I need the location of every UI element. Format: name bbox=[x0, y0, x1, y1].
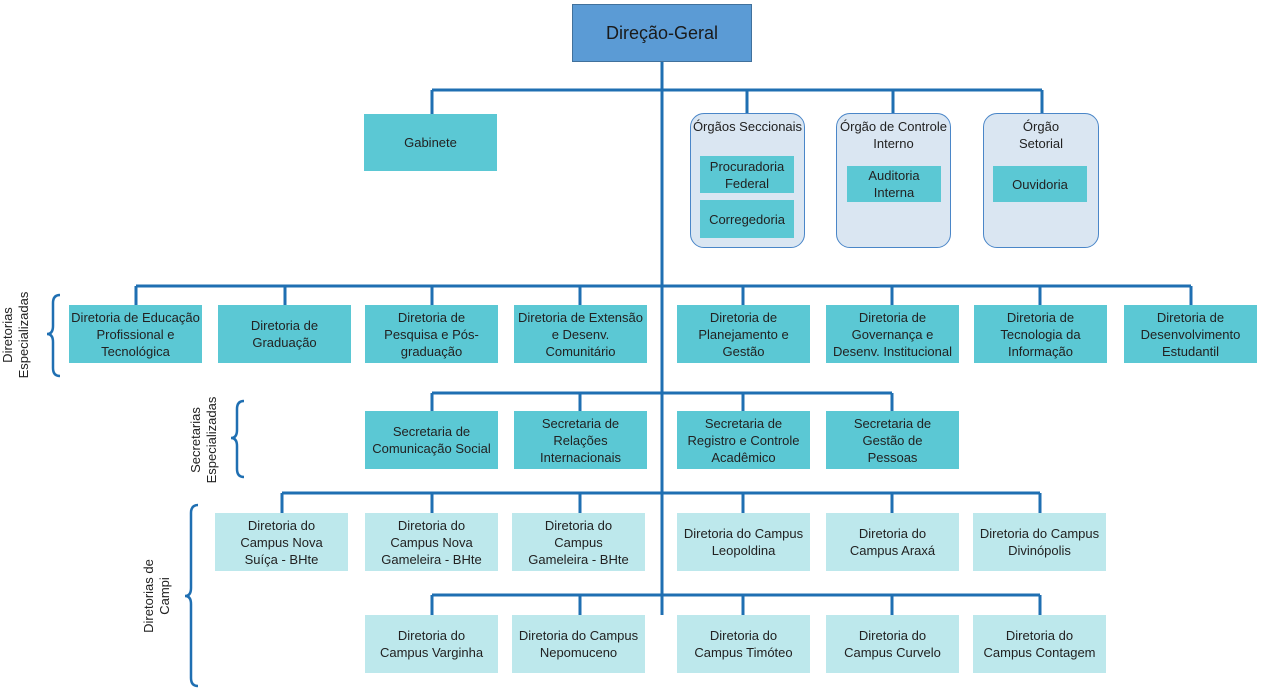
campus-label: Diretoria do Campus Araxá bbox=[849, 526, 936, 558]
secretarias-especializadas-side-label: Secretarias Especializadas bbox=[188, 390, 220, 490]
diretoria-desenvolvimento-estudantil-box[interactable]: Diretoria de Desenvolvimento Estudantil bbox=[1124, 305, 1257, 363]
secretaria-gestao-pessoas-box[interactable]: Secretaria de Gestão de Pessoas bbox=[826, 411, 959, 469]
secretaria-registro-box[interactable]: Secretaria de Registro e Controle Acadêm… bbox=[677, 411, 810, 469]
secretaria-label: Secretaria de Comunicação Social bbox=[372, 424, 491, 456]
gabinete-box[interactable]: Gabinete bbox=[364, 114, 497, 171]
auditoria-interna-box[interactable]: Auditoria Interna bbox=[847, 166, 941, 202]
campus-label: Diretoria do Campus Divinópolis bbox=[979, 526, 1100, 558]
secretaria-label: Secretaria de Relações Internacionais bbox=[540, 415, 621, 465]
orgaos-seccionais-group: Órgãos Seccionais Procuradoria Federal C… bbox=[690, 113, 805, 248]
procuradoria-federal-box[interactable]: Procuradoria Federal bbox=[700, 156, 794, 193]
diretoria-label: Diretoria de Pesquisa e Pós-graduação bbox=[384, 309, 479, 359]
diretorias-de-campi-side-label: Diretorias de Campi bbox=[141, 546, 173, 646]
diretoria-pesquisa-box[interactable]: Diretoria de Pesquisa e Pós-graduação bbox=[365, 305, 498, 363]
secretaria-comunicacao-box[interactable]: Secretaria de Comunicação Social bbox=[365, 411, 498, 469]
campus-curvelo-box[interactable]: Diretoria do Campus Curvelo bbox=[826, 615, 959, 673]
orgao-setorial-title: Órgão Setorial bbox=[1018, 119, 1064, 151]
diretoria-educacao-box[interactable]: Diretoria de Educação Profissional e Tec… bbox=[69, 305, 202, 363]
diretoria-label: Diretoria de Desenvolvimento Estudantil bbox=[1140, 309, 1241, 359]
orgaos-seccionais-title: Órgãos Seccionais bbox=[692, 119, 803, 134]
diretoria-label: Diretoria de Educação Profissional e Tec… bbox=[71, 309, 200, 359]
campus-label: Diretoria do Campus Timóteo bbox=[694, 628, 793, 660]
auditoria-interna-label: Auditoria Interna bbox=[868, 168, 920, 200]
campus-timoteo-box[interactable]: Diretoria do Campus Timóteo bbox=[677, 615, 810, 673]
diretoria-governanca-box[interactable]: Diretoria de Governança e Desenv. Instit… bbox=[826, 305, 959, 363]
diretoria-label: Diretoria de Graduação bbox=[250, 318, 319, 350]
campus-label: Diretoria do Campus Nova Suíça - BHte bbox=[240, 517, 323, 567]
campus-gameleira-box[interactable]: Diretoria do Campus Gameleira - BHte bbox=[512, 513, 645, 571]
diretoria-extensao-box[interactable]: Diretoria de Extensão e Desenv. Comunitá… bbox=[514, 305, 647, 363]
secretaria-label: Secretaria de Registro e Controle Acadêm… bbox=[687, 415, 800, 465]
diretoria-label: Diretoria de Extensão e Desenv. Comunitá… bbox=[517, 309, 643, 359]
diretorias-especializadas-text: Diretorias Especializadas bbox=[0, 291, 31, 379]
diretoria-planejamento-box[interactable]: Diretoria de Planejamento e Gestão bbox=[677, 305, 810, 363]
diretoria-label: Diretoria de Planejamento e Gestão bbox=[698, 309, 789, 359]
campus-label: Diretoria do Campus Varginha bbox=[379, 628, 484, 660]
campus-nova-suica-box[interactable]: Diretoria do Campus Nova Suíça - BHte bbox=[215, 513, 348, 571]
orgao-setorial-group: Órgão Setorial Ouvidoria bbox=[983, 113, 1099, 248]
campus-nova-gameleira-box[interactable]: Diretoria do Campus Nova Gameleira - BHt… bbox=[365, 513, 498, 571]
diretoria-label: Diretoria de Governança e Desenv. Instit… bbox=[833, 309, 952, 359]
secretaria-relacoes-box[interactable]: Secretaria de Relações Internacionais bbox=[514, 411, 647, 469]
corregedoria-box[interactable]: Corregedoria bbox=[700, 200, 794, 238]
procuradoria-federal-label: Procuradoria Federal bbox=[709, 158, 785, 191]
diretoria-graduacao-box[interactable]: Diretoria de Graduação bbox=[218, 305, 351, 363]
direcao-geral-box[interactable]: Direção-Geral bbox=[572, 4, 752, 62]
secretarias-especializadas-text: Secretarias Especializadas bbox=[188, 396, 219, 484]
campus-label: Diretoria do Campus Gameleira - BHte bbox=[528, 517, 629, 567]
diretoria-label: Diretoria de Tecnologia da Informação bbox=[1000, 309, 1081, 359]
campus-label: Diretoria do Campus Contagem bbox=[983, 628, 1096, 660]
campus-contagem-box[interactable]: Diretoria do Campus Contagem bbox=[973, 615, 1106, 673]
corregedoria-label: Corregedoria bbox=[709, 211, 785, 227]
ouvidoria-label: Ouvidoria bbox=[1012, 176, 1068, 192]
campus-araxa-box[interactable]: Diretoria do Campus Araxá bbox=[826, 513, 959, 571]
orgao-controle-interno-title: Órgão de Controle Interno bbox=[840, 119, 947, 151]
campus-label: Diretoria do Campus Curvelo bbox=[844, 628, 941, 660]
campus-label: Diretoria do Campus Nepomuceno bbox=[518, 628, 639, 660]
secretaria-label: Secretaria de Gestão de Pessoas bbox=[853, 415, 932, 465]
campus-label: Diretoria do Campus Nova Gameleira - BHt… bbox=[381, 517, 482, 567]
campus-leopoldina-box[interactable]: Diretoria do Campus Leopoldina bbox=[677, 513, 810, 571]
diretorias-especializadas-side-label: Diretorias Especializadas bbox=[0, 285, 32, 385]
gabinete-label: Gabinete bbox=[404, 135, 457, 150]
campus-nepomuceno-box[interactable]: Diretoria do Campus Nepomuceno bbox=[512, 615, 645, 673]
campus-label: Diretoria do Campus Leopoldina bbox=[683, 526, 804, 558]
campus-divinopolis-box[interactable]: Diretoria do Campus Divinópolis bbox=[973, 513, 1106, 571]
orgao-controle-interno-group: Órgão de Controle Interno Auditoria Inte… bbox=[836, 113, 951, 248]
direcao-geral-label: Direção-Geral bbox=[605, 22, 719, 43]
diretorias-de-campi-text: Diretorias de Campi bbox=[141, 559, 172, 633]
campus-varginha-box[interactable]: Diretoria do Campus Varginha bbox=[365, 615, 498, 673]
diretoria-tecnologia-box[interactable]: Diretoria de Tecnologia da Informação bbox=[974, 305, 1107, 363]
ouvidoria-box[interactable]: Ouvidoria bbox=[993, 166, 1087, 202]
